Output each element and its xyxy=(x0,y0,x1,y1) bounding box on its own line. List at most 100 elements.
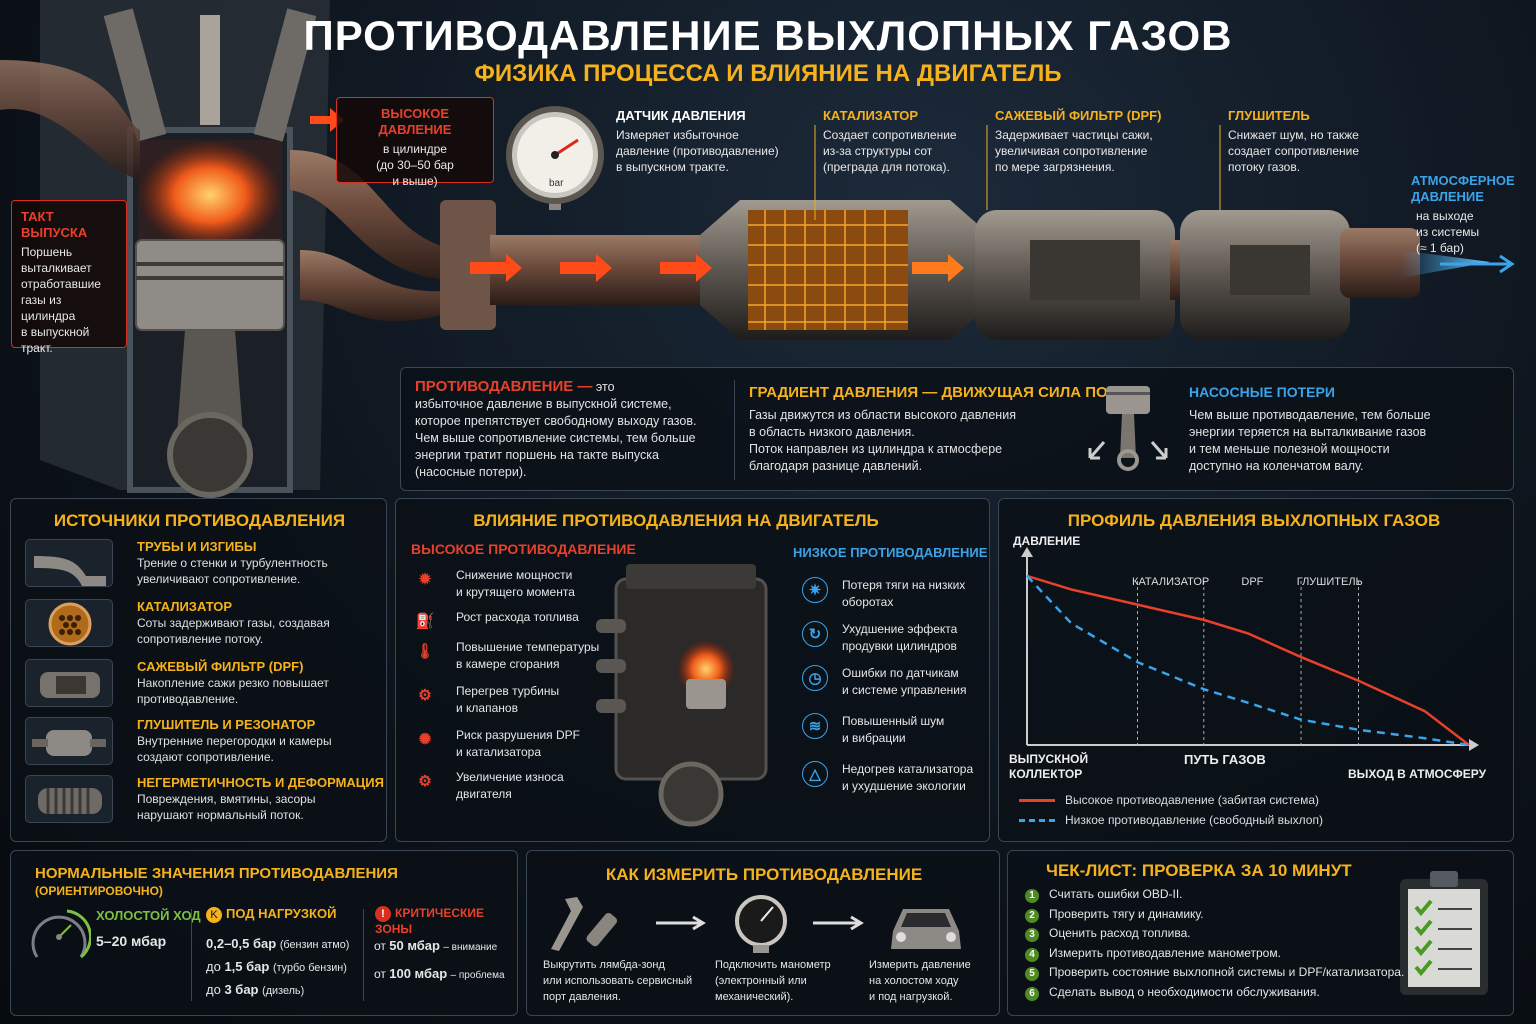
effects-panel: ВЛИЯНИЕ ПРОТИВОДАВЛЕНИЯ НА ДВИГАТЕЛЬ ВЫС… xyxy=(395,498,990,842)
callout-line: создает сопротивление xyxy=(1228,144,1360,158)
callout-line: газы из цилиндра xyxy=(21,293,76,323)
pumping-line: доступно на коленчатом валу. xyxy=(1189,459,1364,473)
critical-values: от 50 мбар – внимание от 100 мбар – проб… xyxy=(374,938,505,981)
page-title: ПРОТИВОДАВЛЕНИЕ ВЫХЛОПНЫХ ГАЗОВ xyxy=(303,12,1233,59)
sources-title: ИСТОЧНИКИ ПРОТИВОДАВЛЕНИЯ xyxy=(53,511,346,530)
chart-title: ПРОФИЛЬ ДАВЛЕНИЯ ВЫХЛОПНЫХ ГАЗОВ xyxy=(1067,511,1441,530)
idle-title: ХОЛОСТОЙ ХОД xyxy=(96,908,201,923)
flow-arrows xyxy=(310,108,964,282)
low-backpressure-line xyxy=(1026,575,1470,747)
arrow-icon xyxy=(656,915,706,931)
page-subtitle: ФИЗИКА ПРОЦЕССА И ВЛИЯНИЕ НА ДВИГАТЕЛЬ xyxy=(474,60,1062,87)
source-title: ТРУБЫ И ИЗГИБЫ xyxy=(137,539,257,554)
high-backpressure-line xyxy=(1026,574,1470,746)
atmosphere-callout: АТМОСФЕРНОЕ ДАВЛЕНИЕ на выходе из систем… xyxy=(1411,173,1515,256)
definition-line: (насосные потери). xyxy=(415,465,527,479)
step-number-badge: 2 xyxy=(1025,908,1039,923)
callout-line: из-за структуры сот xyxy=(823,144,933,158)
noise-icon: ≋ xyxy=(802,713,828,739)
sources-panel: ИСТОЧНИКИ ПРОТИВОДАВЛЕНИЯ ТРУБЫ И ИЗГИБЫ… xyxy=(10,498,387,842)
dpf-icon xyxy=(25,659,113,707)
callout-title: ДАВЛЕНИЕ xyxy=(1411,189,1484,204)
stage-label: ГЛУШИТЕЛЬ xyxy=(1297,576,1363,588)
legend-low: Низкое противодавление (свободный выхлоп… xyxy=(1019,813,1323,827)
source-title: НЕГЕРМЕТИЧНОСТЬ И ДЕФОРМАЦИЯ xyxy=(137,775,384,790)
definition-line: энергии тратит поршень на такте выпуска xyxy=(415,448,659,462)
piston xyxy=(135,239,285,331)
muffler-icon xyxy=(25,717,113,765)
callout-title: КАТАЛИЗАТОР xyxy=(823,108,919,123)
power-loss-icon: ✹ xyxy=(418,571,432,588)
turbo-icon: ⚙ xyxy=(418,687,432,704)
pumping-line: энергии теряется на выталкивание газов xyxy=(1189,425,1427,439)
pumping-losses-block: НАСОСНЫЕ ПОТЕРИ Чем выше противодавление… xyxy=(1189,384,1431,475)
gradient-line: в область низкого давления. xyxy=(749,425,915,439)
gradient-line: Газы движутся из области высокого давлен… xyxy=(749,408,1016,422)
load-values: 0,2–0,5 бар (бензин атмо) до 1,5 бар (ту… xyxy=(206,936,350,997)
callout-title: ДАТЧИК ДАВЛЕНИЯ xyxy=(616,108,746,123)
gradient-line: Поток направлен из цилиндра к атмосфере xyxy=(749,442,1003,456)
step-number-badge: 1 xyxy=(1025,889,1039,903)
legend-high: Высокое противодавление (забитая система… xyxy=(1019,793,1319,807)
definition-title: ПРОТИВОДАВЛЕНИЕ — xyxy=(415,378,593,395)
high-backpressure-title: ВЫСОКОЕ ПРОТИВОДАВЛЕНИЕ xyxy=(411,541,636,557)
wrench-sensor-icon xyxy=(551,897,618,951)
muffler-callout: ГЛУШИТЕЛЬ Снижает шум, но также создает … xyxy=(1228,108,1359,175)
definition-block: ПРОТИВОДАВЛЕНИЕ — это избыточное давлени… xyxy=(415,378,735,481)
corrugated-pipe-icon xyxy=(25,775,113,823)
callout-title: ВЫСОКОЕ ДАВЛЕНИЕ xyxy=(378,106,452,137)
torque-loss-icon: ✷ xyxy=(802,577,828,603)
honeycomb-icon xyxy=(25,599,113,647)
callout-line: выталкивает xyxy=(21,261,92,275)
exhaust-stroke-callout: ТАКТ ВЫПУСКА Поршень выталкивает отработ… xyxy=(11,200,127,355)
source-item: САЖЕВЫЙ ФИЛЬТР (DPF)Накопление сажи резк… xyxy=(25,657,385,713)
callout-line: отработавшие xyxy=(21,277,101,291)
catalyst-callout: КАТАЛИЗАТОР Создает сопротивление из-за … xyxy=(823,108,957,175)
dpf-callout: САЖЕВЫЙ ФИЛЬТР (DPF) Задерживает частицы… xyxy=(995,108,1161,175)
callout-line: потоку газов. xyxy=(1228,160,1301,174)
eco-icon: △ xyxy=(802,761,828,787)
pressure-profile-panel: ПРОФИЛЬ ДАВЛЕНИЯ ВЫХЛОПНЫХ ГАЗОВ КАТАЛИЗ… xyxy=(998,498,1514,842)
info-panel: ПРОТИВОДАВЛЕНИЕ — это избыточное давлени… xyxy=(400,367,1514,491)
callout-line: на выходе xyxy=(1416,209,1474,223)
engine-block-illustration xyxy=(596,564,768,827)
gradient-title: ГРАДИЕНТ ДАВЛЕНИЯ — ДВИЖУЩАЯ СИЛА ПОТОКА xyxy=(749,384,1149,401)
pressure-gauge xyxy=(506,106,604,210)
turbo-icon: K xyxy=(206,907,222,923)
high-pressure-callout: ВЫСОКОЕ ДАВЛЕНИЕ в цилиндре (до 30–50 ба… xyxy=(336,97,494,188)
sensor-callout: ДАТЧИК ДАВЛЕНИЯ Измеряет избыточное давл… xyxy=(616,108,779,175)
exhaust-manifold xyxy=(290,150,460,280)
checklist-title: ЧЕК-ЛИСТ: ПРОВЕРКА ЗА 10 МИНУТ xyxy=(1046,861,1352,880)
effects-title: ВЛИЯНИЕ ПРОТИВОДАВЛЕНИЯ НА ДВИГАТЕЛЬ xyxy=(473,511,879,530)
normal-title: НОРМАЛЬНЫЕ ЗНАЧЕНИЯ ПРОТИВОДАВЛЕНИЯ (ОРИ… xyxy=(35,865,398,898)
step-number-badge: 5 xyxy=(1025,967,1039,982)
pumping-line: и тем меньше полезной мощности xyxy=(1189,442,1390,456)
gradient-line: благодаря разнице давлений. xyxy=(749,459,923,473)
step-number-badge: 6 xyxy=(1025,987,1039,1001)
arrow-icon xyxy=(813,915,864,931)
clipboard-icon xyxy=(1400,871,1488,995)
scavenging-icon: ↻ xyxy=(802,621,828,647)
critical-title: !КРИТИЧЕСКИЕ ЗОНЫ xyxy=(375,906,484,936)
callout-line: Измеряет избыточное xyxy=(616,128,739,142)
callout-title: САЖЕВЫЙ ФИЛЬТР (DPF) xyxy=(995,108,1162,123)
callout-line: по мере загрязнения. xyxy=(995,160,1115,174)
tailpipe xyxy=(1340,228,1420,298)
fuel-pump-icon: ⛽ xyxy=(415,613,435,630)
